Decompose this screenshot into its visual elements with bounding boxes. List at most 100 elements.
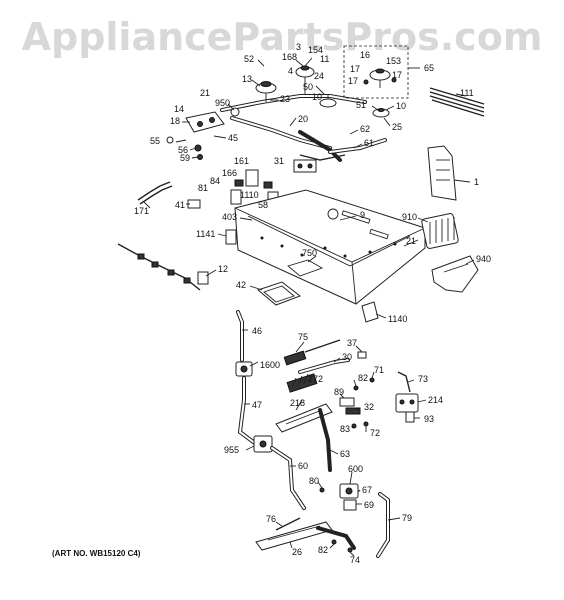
gas-tube-73 — [397, 371, 411, 393]
callout-label: 42 — [236, 280, 246, 290]
electrode-rods-111 — [429, 87, 485, 117]
callout-label: 18 — [170, 116, 180, 126]
callout-label: 83 — [340, 424, 350, 434]
callout-label: 11 — [320, 54, 329, 64]
callout-label: 72 — [370, 428, 380, 438]
leader-lines — [143, 57, 475, 557]
callout-label: 58 — [258, 200, 268, 210]
wire-harness-171 — [137, 181, 171, 201]
callout-label: 272 — [308, 374, 323, 384]
callout-label: 1140 — [388, 314, 407, 324]
callout-label: 45 — [228, 133, 238, 143]
callout-label: 10 — [312, 92, 322, 102]
callout-label: 65 — [424, 63, 434, 73]
callout-label: 41 — [175, 200, 185, 210]
callout-label: 1110 — [240, 190, 259, 200]
valve-kit-group — [363, 68, 397, 88]
callout-label: 13 — [242, 74, 252, 84]
callout-label: 71 — [374, 365, 384, 375]
ignitor-75 — [283, 339, 341, 366]
callout-label: 218 — [290, 398, 305, 408]
callout-label: 214 — [428, 395, 443, 405]
burner-tube-218 — [275, 403, 333, 433]
callout-label: 56 — [178, 145, 188, 155]
callout-label: 50 — [303, 82, 313, 92]
callout-label: 950 — [215, 98, 230, 108]
callout-label: 51 — [356, 100, 366, 110]
cover-plate-42 — [256, 281, 302, 306]
callout-label: 168 — [282, 52, 297, 62]
callout-label: 79 — [402, 513, 412, 523]
callout-label: 21 — [200, 88, 210, 98]
callout-label: 73 — [418, 374, 428, 384]
callout-label: 154 — [308, 45, 323, 55]
clip-37 — [357, 351, 367, 359]
callout-label: 75 — [298, 332, 308, 342]
callout-label: 59 — [180, 153, 190, 163]
callout-label: 403 — [222, 212, 237, 222]
callout-label: 61 — [364, 138, 374, 148]
art-number: (ART NO. WB15120 C4) — [52, 549, 141, 558]
callout-label: 111 — [460, 88, 474, 98]
callout-label: 80 — [309, 476, 319, 486]
callout-label: 76 — [266, 514, 276, 524]
callout-label: 750 — [302, 248, 317, 258]
callout-label: 25 — [392, 122, 402, 132]
bracket-1140 — [361, 301, 379, 323]
mount-bracket-940 — [431, 255, 479, 293]
callout-label: 47 — [252, 400, 262, 410]
callout-label: 153 — [386, 56, 401, 66]
callout-label: 940 — [476, 254, 491, 264]
callout-label: 20 — [298, 114, 308, 124]
callout-label: 31 — [274, 156, 284, 166]
callout-label: 955 — [224, 445, 239, 455]
callout-label: 82 — [318, 545, 328, 555]
callout-label: 32 — [364, 402, 374, 412]
burner-head-50 — [319, 98, 337, 108]
gas-pipe-lower — [316, 526, 356, 550]
gas-pipe-63 — [318, 408, 332, 472]
watermark-text: AppliancePartsPros.com — [22, 15, 543, 59]
callout-label: 9 — [360, 210, 365, 220]
callout-label: 17 — [348, 76, 358, 86]
callout-label: 37 — [347, 338, 357, 348]
callout-label: 166 — [222, 168, 237, 178]
base-pan-9 — [234, 189, 426, 305]
callout-label: 46 — [252, 326, 262, 336]
callout-label: 1141 — [196, 229, 215, 239]
callout-labels: 3 154 168 11 52 4 24 13 50 10 21 950 23 … — [134, 42, 491, 565]
callout-label: 14 — [174, 104, 184, 114]
callout-label: 17 — [350, 64, 360, 74]
orifice-950 — [230, 107, 240, 117]
callout-label: 69 — [364, 500, 374, 510]
callout-label: 30 — [342, 352, 352, 362]
callout-label: 89 — [334, 387, 344, 397]
callout-label: 24 — [314, 71, 324, 81]
callout-label: 82 — [358, 373, 368, 383]
callout-label: 910 — [402, 212, 417, 222]
callout-label: 10 — [396, 101, 406, 111]
manual-sheet-1 — [427, 145, 457, 201]
valve-bracket-14 — [185, 111, 225, 133]
callout-label: 81 — [198, 183, 208, 193]
callout-label: 60 — [298, 461, 308, 471]
callout-label: 21 — [406, 236, 416, 246]
bracket-89 — [339, 397, 355, 407]
callout-label: 4 — [288, 66, 293, 76]
callout-label: 17 — [392, 70, 402, 80]
fan-assembly-910 — [421, 213, 459, 249]
callout-label: 23 — [280, 94, 290, 104]
callout-label: 52 — [244, 54, 254, 64]
callout-label: 63 — [340, 449, 350, 459]
kit-box-65 — [343, 45, 409, 99]
callout-label: 62 — [360, 124, 370, 134]
bracket-1141 — [225, 229, 237, 245]
callout-label: 74 — [350, 555, 360, 565]
callout-label: 171 — [134, 206, 149, 216]
callout-label: 12 — [218, 264, 228, 274]
callout-label: 67 — [362, 485, 372, 495]
callout-label: 161 — [234, 156, 249, 166]
bracket-31 — [293, 159, 317, 173]
burner-272 — [286, 373, 318, 393]
